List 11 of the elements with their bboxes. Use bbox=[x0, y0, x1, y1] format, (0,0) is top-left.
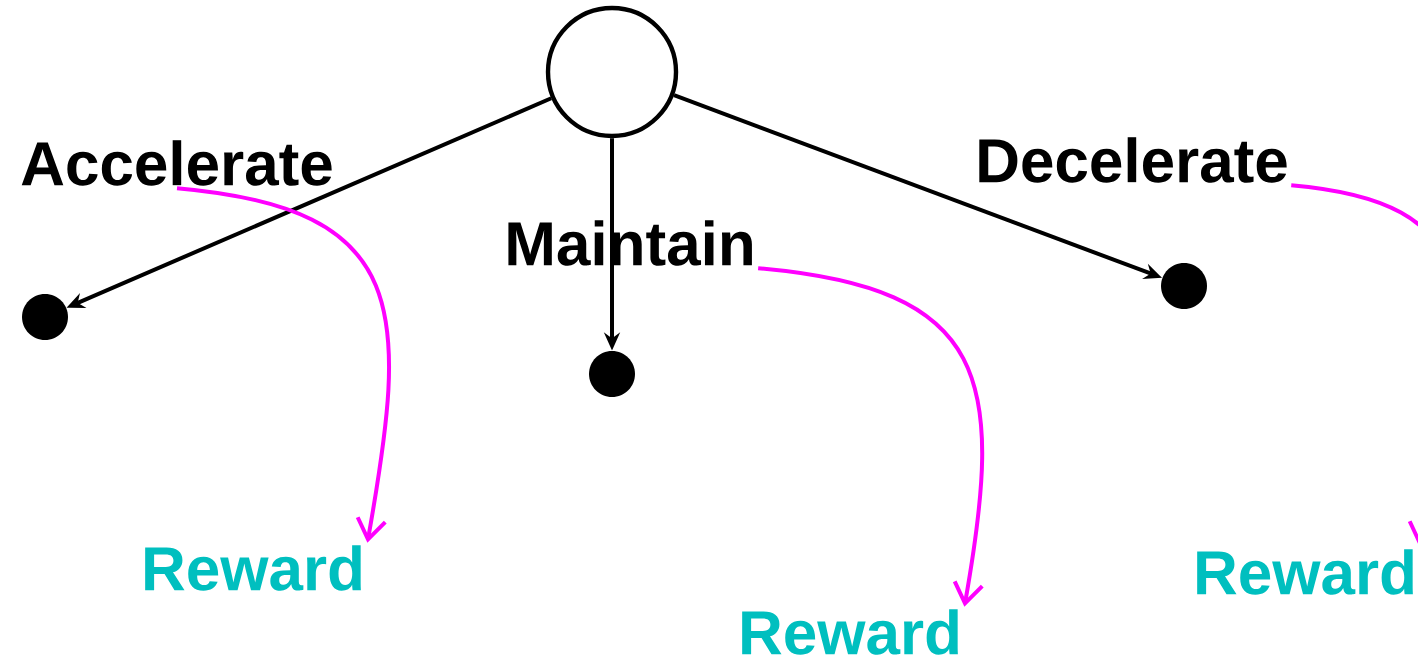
curved-arrow bbox=[757, 266, 985, 607]
state-dot bbox=[589, 351, 635, 397]
state-dot bbox=[22, 294, 68, 340]
action-label: Accelerate bbox=[21, 140, 332, 186]
reward-label: Reward bbox=[742, 609, 958, 655]
action-label: Decelerate bbox=[979, 137, 1287, 183]
curved-arrow bbox=[176, 186, 391, 543]
reward-label: Reward bbox=[145, 545, 361, 591]
state-dot bbox=[1161, 263, 1207, 309]
reward-label: Reward bbox=[1197, 549, 1413, 595]
state-circle bbox=[545, 5, 679, 139]
